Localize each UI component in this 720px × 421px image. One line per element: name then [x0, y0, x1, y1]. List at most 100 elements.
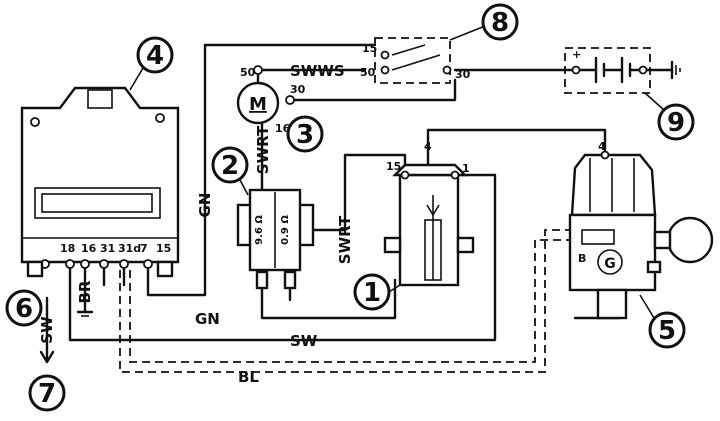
distributor-vacuum-arm	[653, 230, 672, 250]
svg-text:3: 3	[296, 120, 314, 150]
ignition-coil: 15 1 4	[383, 140, 475, 287]
wire-sw-bottom	[68, 173, 497, 342]
ecu-pin-31: 31	[100, 242, 115, 255]
distributor-sensor-plate	[581, 229, 615, 245]
ecu-terminal-c	[80, 259, 90, 269]
battery: +	[564, 47, 681, 94]
callout-8: 8	[481, 3, 519, 41]
callout-7: 7	[28, 374, 66, 412]
ecu-terminal-f	[143, 259, 153, 269]
svg-text:5: 5	[658, 316, 676, 346]
coil-clamp-left	[383, 236, 402, 254]
svg-text:1: 1	[363, 278, 381, 308]
distributor-label-g: G	[604, 256, 616, 272]
ecu-pin-16: 16	[81, 242, 97, 255]
ecu-foot-left	[26, 260, 44, 278]
coil-label-4: 4	[424, 140, 432, 153]
distributor: G B 4	[568, 140, 714, 320]
switch-housing	[374, 37, 451, 84]
ecu-terminal-b	[65, 259, 75, 269]
callout-3: 3	[286, 115, 324, 153]
label-swrt-coil: SWRT	[336, 215, 354, 264]
distributor-vacuum-unit	[666, 216, 714, 264]
callout-2: 2	[211, 146, 249, 184]
distributor-terminal-4	[600, 150, 610, 160]
callout-5: 5	[648, 311, 686, 349]
ecu-pin-31d: 31d	[118, 242, 141, 255]
label-bl: BL	[238, 368, 259, 386]
coil-label-1: 1	[462, 162, 470, 175]
starter-motor: M 50 30 16	[236, 65, 306, 135]
label-sw-left: SW	[38, 316, 56, 344]
battery-label-plus: +	[572, 48, 581, 61]
resistor-mark-right: 0.9 Ω	[280, 215, 291, 245]
svg-text:6: 6	[15, 294, 33, 324]
label-gn-bottom: GN	[195, 310, 220, 328]
coil-clamp-right	[456, 236, 475, 254]
wire-labels: SWWS GN SWRT SWRT GN SW BL BR SW	[38, 62, 354, 386]
callout-leaders	[129, 25, 665, 319]
ecu-screw-left	[30, 117, 40, 127]
distributor-housing	[568, 213, 657, 292]
coil-terminal-1	[450, 170, 460, 180]
distributor-label-b: B	[578, 252, 586, 265]
wire-gn-to-switch	[146, 43, 377, 297]
ecu-label-panel	[41, 193, 153, 213]
distributor-cap	[570, 153, 657, 217]
label-swrt-relay: SWRT	[254, 125, 272, 174]
ecu-pin-18: 18	[60, 242, 75, 255]
distributor-label-4: 4	[598, 140, 606, 153]
switch-contact-2	[391, 44, 426, 56]
motor-label-30: 30	[290, 83, 306, 96]
ecu-mount-tab	[87, 89, 113, 109]
resistor-lead-left	[255, 270, 269, 290]
wiring	[45, 43, 622, 373]
switch-terminal-30	[442, 65, 452, 75]
callout-9: 9	[657, 103, 695, 141]
battery-terminal-plus	[571, 65, 581, 75]
switch-terminal-50	[380, 65, 390, 75]
switch-label-50: 50	[360, 66, 376, 79]
battery-terminal-minus	[638, 65, 648, 75]
control-unit: 18 16 31 31d 7 15	[20, 86, 180, 278]
callout-6: 6	[5, 289, 43, 327]
resistor-mark-left: 9.6 Ω	[254, 215, 265, 245]
switch-contact	[391, 54, 441, 71]
coil-arrow-icon	[426, 204, 440, 217]
callout-1: 1	[353, 273, 391, 311]
switch-label-15: 15	[362, 42, 377, 55]
wire-motor-30	[288, 78, 457, 102]
distributor-shaft	[596, 288, 628, 320]
svg-text:2: 2	[221, 151, 239, 181]
ecu-foot-right	[156, 260, 174, 278]
ecu-pin-7: 7	[140, 242, 148, 255]
ecu-body	[20, 86, 180, 264]
label-sw-bottom: SW	[290, 332, 318, 350]
battery-ground-icon	[658, 60, 681, 80]
coil-cap	[392, 163, 468, 177]
wire-gn-bottom	[260, 278, 397, 320]
motor-terminal-50	[253, 65, 263, 75]
distributor-clamp	[646, 260, 662, 274]
motor-body	[236, 81, 280, 125]
svg-text:7: 7	[38, 379, 56, 409]
label-swws: SWWS	[290, 62, 345, 80]
ignition-switch: 15 50 30	[360, 37, 471, 84]
motor-label-50: 50	[240, 66, 256, 79]
ecu-screw-right	[155, 113, 165, 123]
shielded-bl-outer	[119, 229, 590, 373]
svg-text:8: 8	[491, 8, 509, 38]
series-resistor: 9.6 Ω 0.9 Ω	[236, 188, 315, 290]
motor-terminal-30	[285, 95, 295, 105]
sw-arrow-icon	[39, 350, 55, 364]
shielded-bl-inner	[129, 239, 590, 363]
resistor-lead-right	[283, 270, 297, 290]
svg-text:4: 4	[146, 41, 164, 71]
ecu-label-frame	[34, 187, 161, 219]
ecu-pins: 18 16 31 31d 7 15	[26, 242, 174, 278]
ecu-terminal-d	[99, 259, 109, 269]
label-gn-vertical: GN	[196, 193, 214, 218]
br-ground-icon	[76, 310, 94, 317]
motor-symbol: M	[249, 94, 267, 115]
